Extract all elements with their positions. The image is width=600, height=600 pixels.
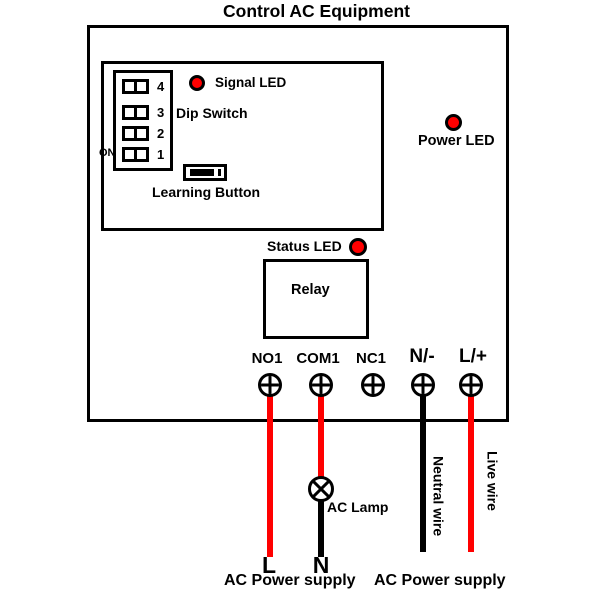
- right-supply-label: AC Power supply: [374, 572, 506, 589]
- dip-position-label: 3: [157, 105, 165, 120]
- diagram-title: Control AC Equipment: [223, 1, 410, 21]
- dip-switch-on-label: ON: [99, 147, 116, 159]
- neutral-wire-label: Neutral wire: [430, 456, 447, 537]
- dip-switch: 4 3 2 1: [113, 70, 173, 171]
- dip-position-label: 2: [157, 126, 165, 141]
- learning-button-slider: [190, 169, 214, 176]
- neutral-terminal-label: N: [312, 552, 330, 578]
- relay-label: Relay: [291, 282, 330, 298]
- ac-lamp-label: AC Lamp: [327, 499, 389, 515]
- screw-terminal-com1: [309, 373, 333, 397]
- dip-switch-cell: [134, 126, 149, 141]
- power-led-icon: [445, 114, 462, 131]
- live-wire-label: Live wire: [484, 451, 501, 511]
- status-led-label: Status LED: [267, 238, 342, 254]
- wire-live: [468, 396, 474, 552]
- ac-lamp-icon: [308, 476, 334, 502]
- learning-button-icon: [183, 164, 227, 181]
- wire-com1-to-lamp: [318, 396, 324, 477]
- dip-switch-cell: [134, 79, 149, 94]
- wire-lamp-to-n: [318, 500, 324, 557]
- dip-position-label: 4: [157, 79, 165, 94]
- screw-terminal-live: [459, 373, 483, 397]
- screw-terminal-no1: [258, 373, 282, 397]
- terminal-label-neutral: N/-: [409, 346, 435, 367]
- wire-neutral: [420, 396, 426, 552]
- terminal-label-com1: COM1: [296, 350, 340, 367]
- wire-no1-to-l: [267, 396, 273, 557]
- relay-box: [263, 259, 369, 339]
- learning-button-tick: [218, 169, 221, 176]
- screw-terminal-neutral: [411, 373, 435, 397]
- dip-switch-label: Dip Switch: [176, 105, 248, 121]
- signal-led-icon: [189, 75, 205, 91]
- signal-led-label: Signal LED: [215, 75, 287, 90]
- terminal-label-no1: NO1: [251, 350, 283, 367]
- power-led-label: Power LED: [418, 133, 495, 149]
- dip-switch-cell: [134, 147, 149, 162]
- status-led-icon: [349, 238, 367, 256]
- live-terminal-label: L: [261, 552, 277, 578]
- screw-terminal-nc1: [361, 373, 385, 397]
- dip-switch-cell: [134, 105, 149, 120]
- terminal-label-nc1: NC1: [355, 350, 386, 367]
- terminal-label-live: L/+: [459, 346, 487, 367]
- learning-button-label: Learning Button: [152, 184, 261, 200]
- left-supply-label: AC Power supply: [224, 572, 356, 589]
- dip-position-label: 1: [157, 147, 165, 162]
